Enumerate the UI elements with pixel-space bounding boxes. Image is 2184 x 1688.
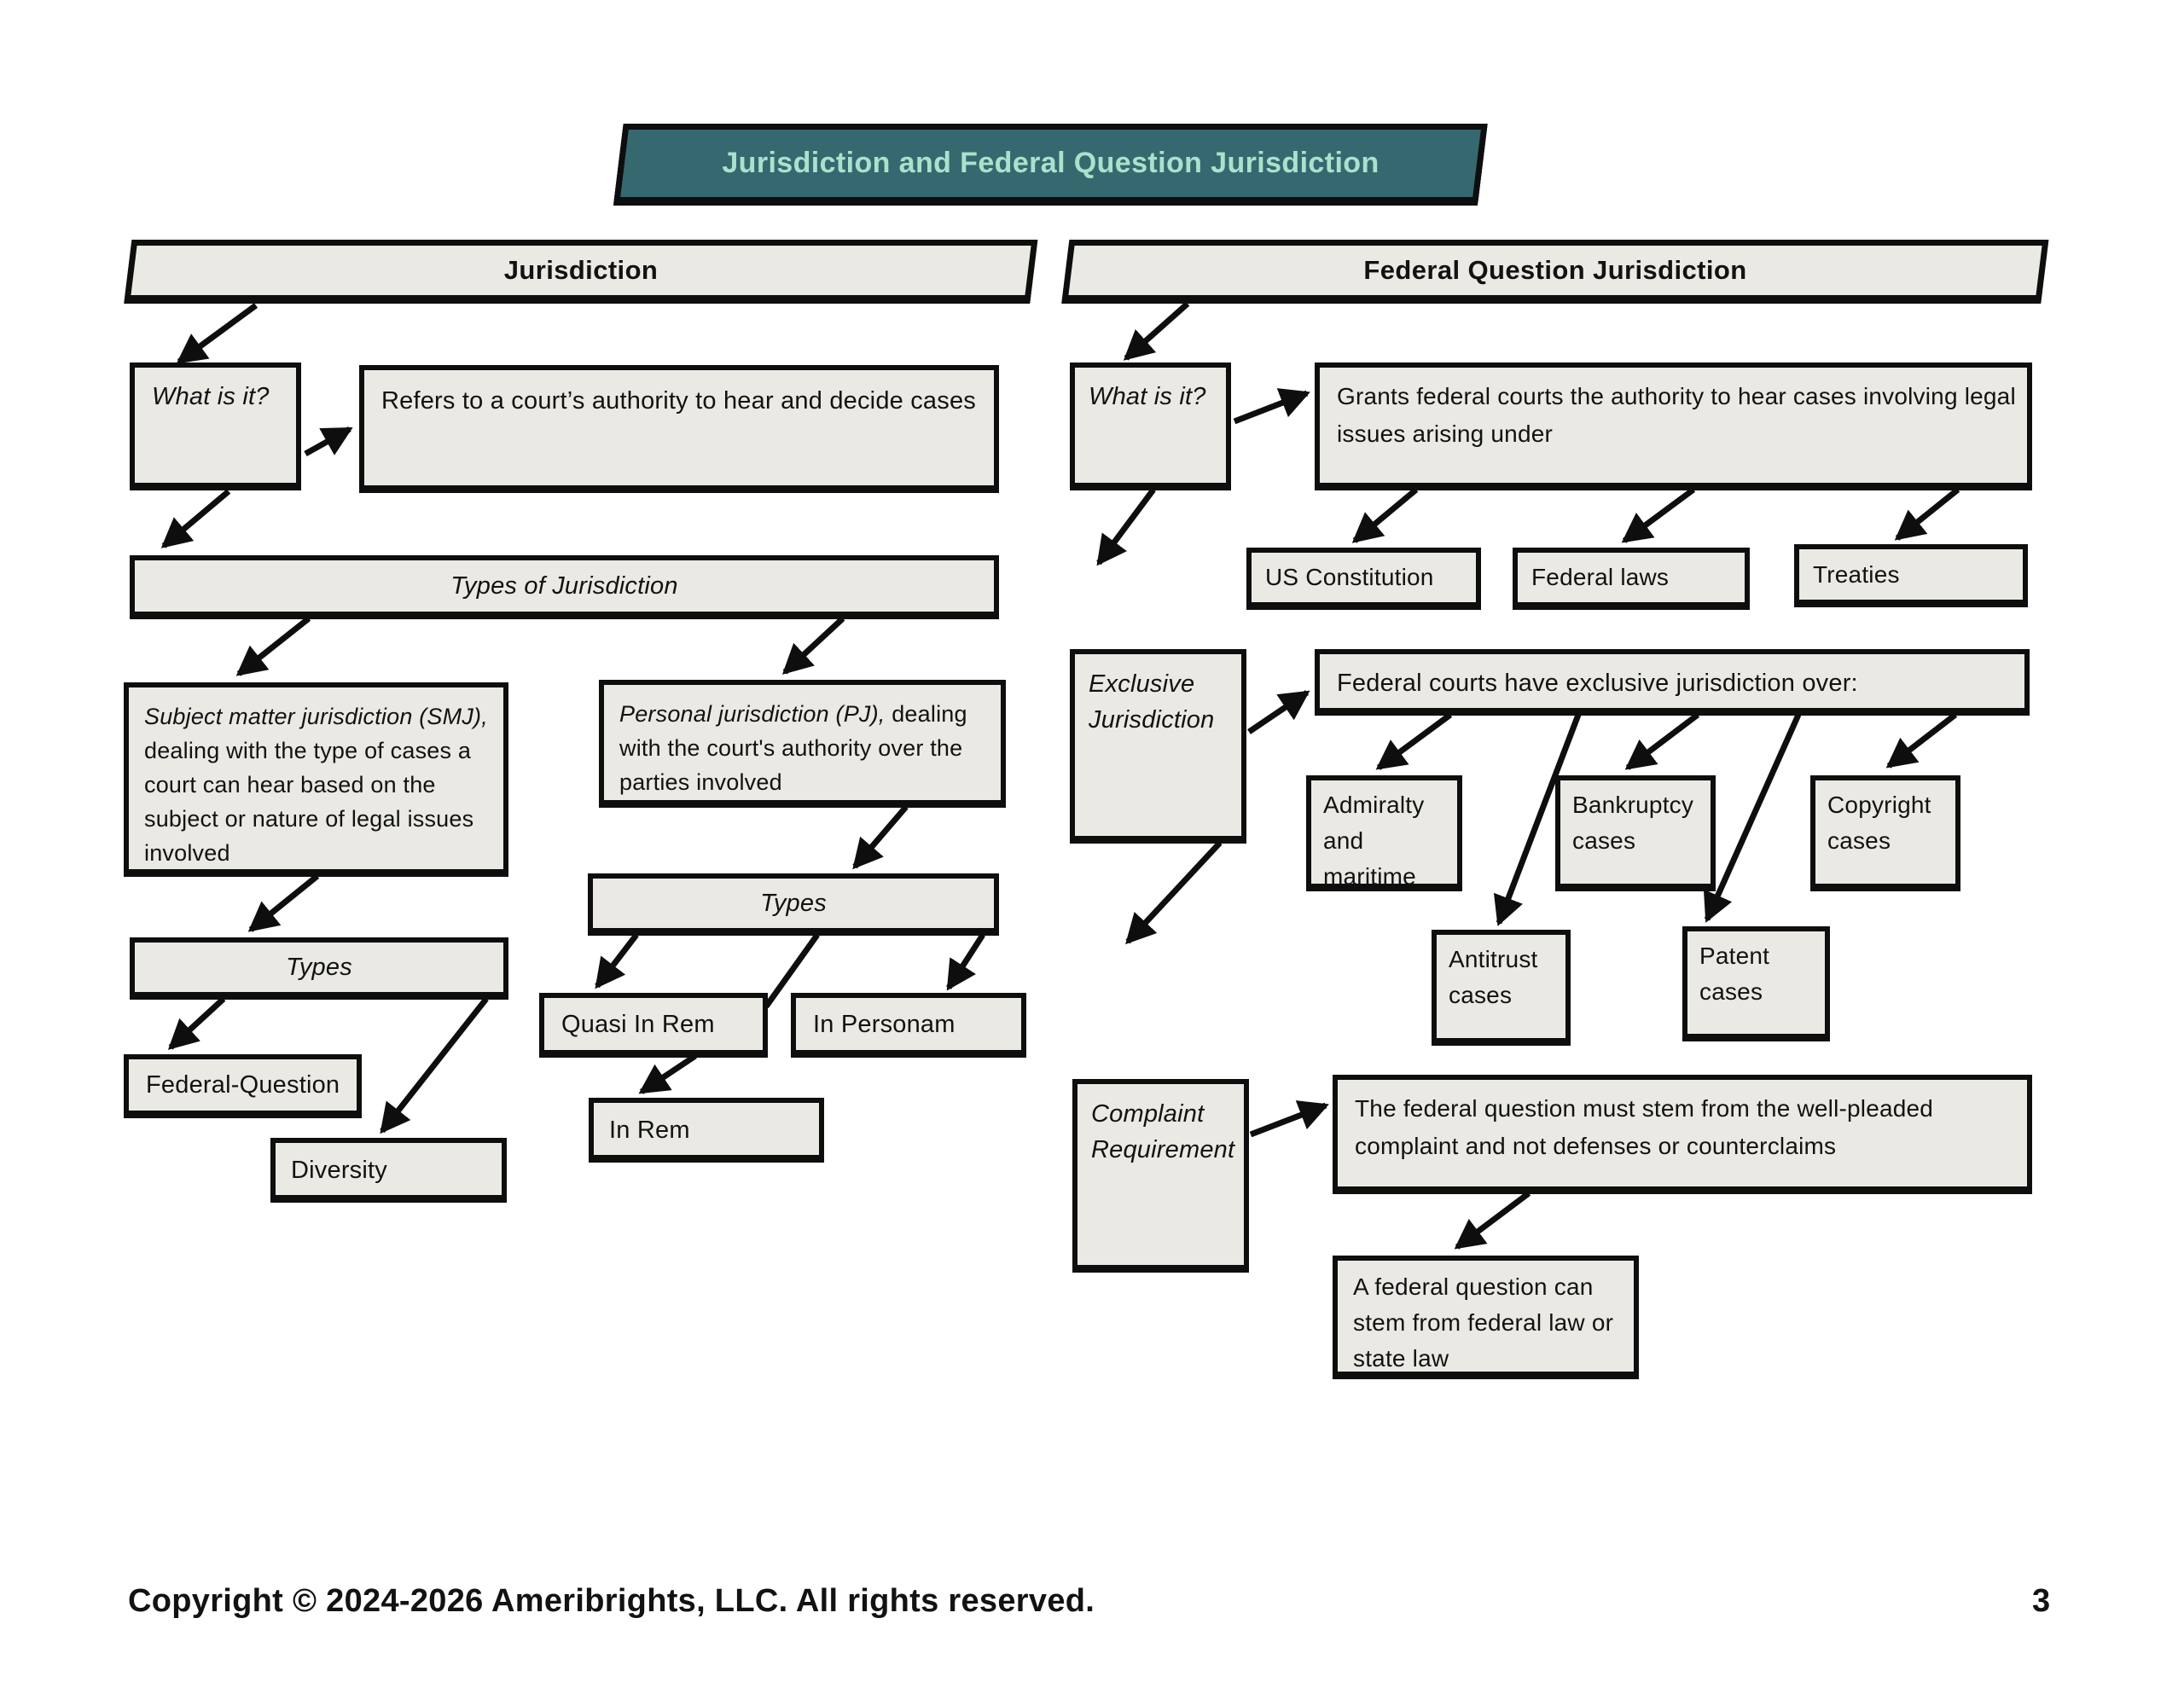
types-of-jurisdiction-label: Types of Jurisdiction <box>450 572 678 600</box>
section-header-jurisdiction-label: Jurisdiction <box>503 255 659 285</box>
diversity-box: Diversity <box>270 1138 507 1200</box>
antitrust-label: Antitrust cases <box>1449 946 1538 1008</box>
smj-types-box: Types <box>130 937 508 997</box>
arrow-exclusive-to-patent <box>1703 713 1802 923</box>
arrow-grants-to-us-constitution <box>1351 487 1419 543</box>
federal-laws-box: Federal laws <box>1513 548 1750 607</box>
us-constitution-label: US Constitution <box>1265 564 1434 590</box>
arrow-grants-to-federal-laws <box>1621 487 1696 543</box>
copyright-cases-label: Copyright cases <box>1827 792 1931 854</box>
arrow-whatisit-to-grants <box>1233 388 1310 425</box>
arrow-whatisit-to-definition <box>304 426 353 457</box>
complaint-note-box: A federal question can stem from federal… <box>1333 1256 1639 1377</box>
diversity-label: Diversity <box>291 1157 387 1184</box>
treaties-label: Treaties <box>1813 560 1900 588</box>
types-of-jurisdiction-box: Types of Jurisdiction <box>130 555 999 617</box>
complaint-requirement-box: Complaint Requirement <box>1072 1079 1249 1270</box>
right-definition-box: Grants federal courts the authority to h… <box>1315 363 2032 488</box>
federal-question-label: Federal-Question <box>146 1071 340 1099</box>
arrow-exclusive-to-admiralty <box>1375 712 1453 770</box>
exclusive-jurisdiction-label: Exclusive Jurisdiction <box>1089 670 1215 734</box>
arrow-pj-types-to-in-personam <box>946 933 985 991</box>
pj-types-box: Types <box>588 873 999 933</box>
smj-box: Subject matter jurisdiction (SMJ), deali… <box>124 682 508 874</box>
arrow-exclusive-down <box>1125 840 1223 945</box>
pj-lead-text: Personal jurisdiction (PJ), <box>619 701 886 727</box>
page-title: Jurisdiction and Federal Question Jurisd… <box>722 147 1380 179</box>
arrow-smj-to-smj-types <box>247 873 320 932</box>
us-constitution-box: US Constitution <box>1246 548 1481 607</box>
section-header-federal-question-label: Federal Question Jurisdiction <box>1363 255 1747 285</box>
complaint-note-text: A federal question can stem from federal… <box>1353 1273 1614 1372</box>
page-number: 3 <box>2032 1583 2051 1619</box>
complaint-definition-box: The federal question must stem from the … <box>1333 1075 2032 1192</box>
arrow-pj-types-to-quasi <box>595 932 639 989</box>
federal-laws-label: Federal laws <box>1531 564 1670 590</box>
complaint-requirement-label: Complaint Requirement <box>1091 1100 1235 1163</box>
right-what-is-it-box: What is it? <box>1070 363 1231 488</box>
arrow-exclusive-to-antitrust <box>1493 713 1582 926</box>
exclusive-jurisdiction-box: Exclusive Jurisdiction <box>1070 649 1246 841</box>
arrow-smj-types-to-federal-question <box>167 996 226 1050</box>
admiralty-label: Admiralty and maritime <box>1323 792 1425 890</box>
footer-copyright: Copyright © 2024-2026 Ameribrights, LLC.… <box>128 1583 1095 1619</box>
pj-box: Personal jurisdiction (PJ), dealing with… <box>599 680 1006 805</box>
bankruptcy-label: Bankruptcy cases <box>1572 792 1694 854</box>
arrow-grants-to-treaties <box>1894 487 1960 541</box>
complaint-definition-text: The federal question must stem from the … <box>1355 1095 1934 1159</box>
left-what-is-it-box: What is it? <box>130 363 301 488</box>
treaties-box: Treaties <box>1794 544 2028 605</box>
smj-types-label: Types <box>286 954 352 981</box>
arrow-whatisit-down <box>1096 487 1156 566</box>
left-definition-text: Refers to a court’s authority to hear an… <box>381 387 976 415</box>
in-personam-label: In Personam <box>813 1010 956 1038</box>
arrow-quasi-to-in-rem <box>638 1053 697 1094</box>
arrow-pj-to-pj-types <box>852 804 909 870</box>
copyright-cases-box: Copyright cases <box>1810 775 1960 889</box>
in-personam-box: In Personam <box>791 993 1026 1055</box>
quasi-in-rem-label: Quasi In Rem <box>561 1010 715 1038</box>
arrow-types-to-smj <box>235 616 311 676</box>
exclusive-definition-box: Federal courts have exclusive jurisdicti… <box>1315 649 2030 713</box>
connector-pj-types-to-quasi-corner <box>764 932 820 1009</box>
arrow-fqj-to-whatisit <box>1123 301 1190 361</box>
in-rem-box: In Rem <box>589 1098 824 1160</box>
arrow-exclusive-to-definition <box>1247 690 1310 734</box>
arrow-smj-types-to-diversity <box>380 996 489 1134</box>
right-what-is-it-label: What is it? <box>1089 383 1206 410</box>
patent-label: Patent cases <box>1699 943 1770 1005</box>
arrow-exclusive-to-copyright <box>1885 712 1958 769</box>
arrow-exclusive-to-bankruptcy <box>1624 712 1700 770</box>
in-rem-label: In Rem <box>609 1117 690 1144</box>
left-what-is-it-label: What is it? <box>152 383 270 410</box>
smj-lead-text: Subject matter jurisdiction (SMJ), <box>144 704 488 729</box>
antitrust-box: Antitrust cases <box>1432 930 1571 1043</box>
section-header-jurisdiction: Jurisdiction <box>124 240 1038 301</box>
admiralty-box: Admiralty and maritime <box>1306 775 1462 890</box>
pj-rest-text: dealing with the court's authority over … <box>619 701 967 795</box>
bankruptcy-box: Bankruptcy cases <box>1555 775 1716 889</box>
pj-types-label: Types <box>760 890 827 917</box>
arrow-wellpleaded-to-note <box>1454 1191 1531 1250</box>
arrow-complaint-to-definition <box>1249 1100 1329 1138</box>
arrow-types-to-pj <box>781 616 845 675</box>
federal-question-box: Federal-Question <box>124 1054 362 1116</box>
arrow-whatisit-to-types <box>160 489 231 548</box>
arrow-jurisdiction-to-whatisit <box>176 303 258 364</box>
smj-rest-text: dealing with the type of cases a court c… <box>144 738 474 866</box>
section-header-federal-question: Federal Question Jurisdiction <box>1061 240 2049 301</box>
title-banner: Jurisdiction and Federal Question Jurisd… <box>613 124 1488 203</box>
patent-box: Patent cases <box>1682 926 1830 1039</box>
exclusive-definition-text: Federal courts have exclusive jurisdicti… <box>1337 670 1858 697</box>
quasi-in-rem-box: Quasi In Rem <box>539 993 768 1055</box>
left-definition-box: Refers to a court’s authority to hear an… <box>359 365 999 490</box>
right-definition-text: Grants federal courts the authority to h… <box>1337 383 2016 447</box>
